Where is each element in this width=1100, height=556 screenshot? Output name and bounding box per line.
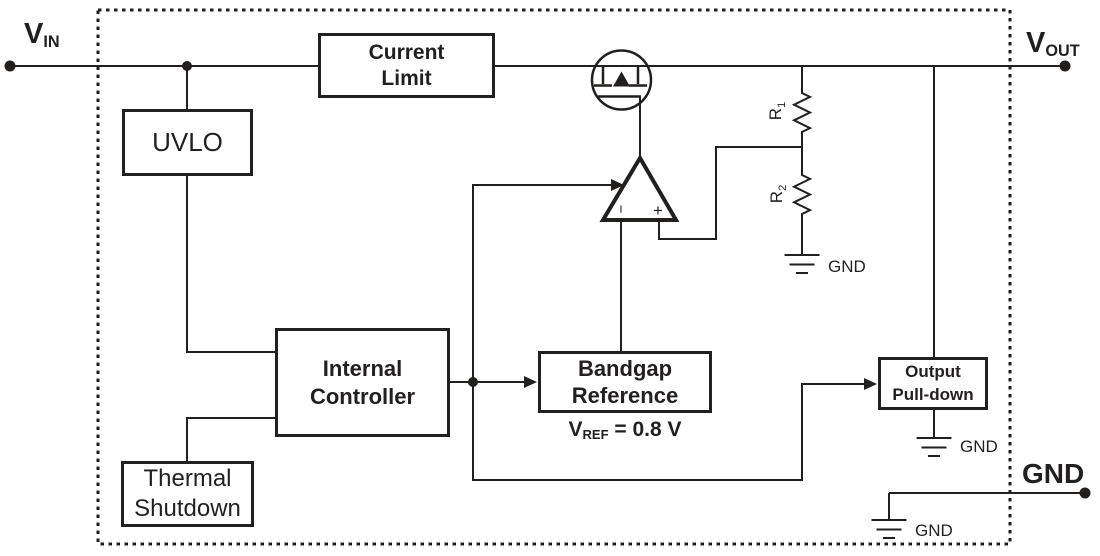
controller-junction-dot: [468, 377, 478, 387]
vin-terminal-label: VIN: [24, 18, 60, 51]
gnd-label-board: GND: [915, 521, 953, 540]
ground-symbol-board: [871, 519, 907, 539]
arrow-into-bandgap-icon: [524, 376, 537, 388]
arrow-into-pulldown-icon: [864, 378, 877, 390]
rail-junction-dot: [182, 61, 192, 71]
resistor-r2: [791, 147, 813, 255]
opamp-noninverting-mark: +: [653, 201, 663, 220]
opamp-inverting-mark: −: [612, 205, 629, 214]
resistor-r2-label: R2: [767, 185, 789, 203]
internal-controller-label-line1: Internal: [322, 356, 403, 382]
resistor-r1-label: R1: [766, 102, 788, 120]
pass-fet-icon: [590, 49, 653, 111]
vout-terminal-label: VOUT: [1026, 27, 1080, 60]
thermal-shutdown-block: Thermal Shutdown: [121, 461, 254, 527]
output-pulldown-block: Output Pull-down: [878, 357, 988, 410]
internal-controller-label-line2: Controller: [309, 383, 416, 409]
uvlo-to-controller-wire: [186, 174, 277, 353]
controller-to-pulldown-wire: [472, 382, 867, 481]
bandgap-reference-block: Bandgap Reference: [538, 351, 712, 413]
controller-to-opamp-wire: [472, 184, 613, 382]
thermal-to-controller-wire: [186, 417, 277, 463]
gnd-terminal-label: GND: [1022, 458, 1085, 489]
gnd-terminal-dot: [1079, 487, 1091, 499]
thermal-shutdown-label-line1: Thermal: [143, 465, 232, 493]
output-pulldown-label-line2: Pull-down: [892, 384, 974, 404]
gnd-label-divider: GND: [828, 257, 866, 276]
error-amplifier-icon: [599, 154, 680, 222]
feedback-wire: [658, 146, 802, 240]
vout-terminal-dot: [1059, 60, 1071, 72]
bandgap-label-line2: Reference: [571, 383, 679, 408]
output-pulldown-label-line1: Output: [905, 362, 961, 382]
thermal-shutdown-label-line2: Shutdown: [134, 495, 241, 522]
bandgap-label-line1: Bandgap: [577, 355, 673, 381]
uvlo-block: UVLO: [122, 109, 253, 176]
ground-symbol-pulldown: [916, 437, 952, 457]
internal-controller-block: Internal Controller: [275, 328, 450, 437]
fet-arrow-icon: [613, 71, 630, 87]
current-limit-label-line2: Limit: [381, 66, 432, 90]
vref-annotation: VREF = 0.8 V: [568, 418, 682, 442]
ic-boundary-dashed-box: [96, 8, 1012, 546]
gnd-label-pulldown: GND: [960, 437, 998, 456]
ground-symbol-divider: [784, 254, 820, 274]
current-limit-label-line1: Current: [368, 40, 445, 64]
resistor-r1: [791, 66, 813, 147]
vin-terminal-dot: [4, 60, 16, 72]
arrow-into-opamp-icon: [611, 179, 624, 191]
uvlo-label: UVLO: [152, 126, 223, 157]
current-limit-block: Current Limit: [318, 33, 495, 98]
